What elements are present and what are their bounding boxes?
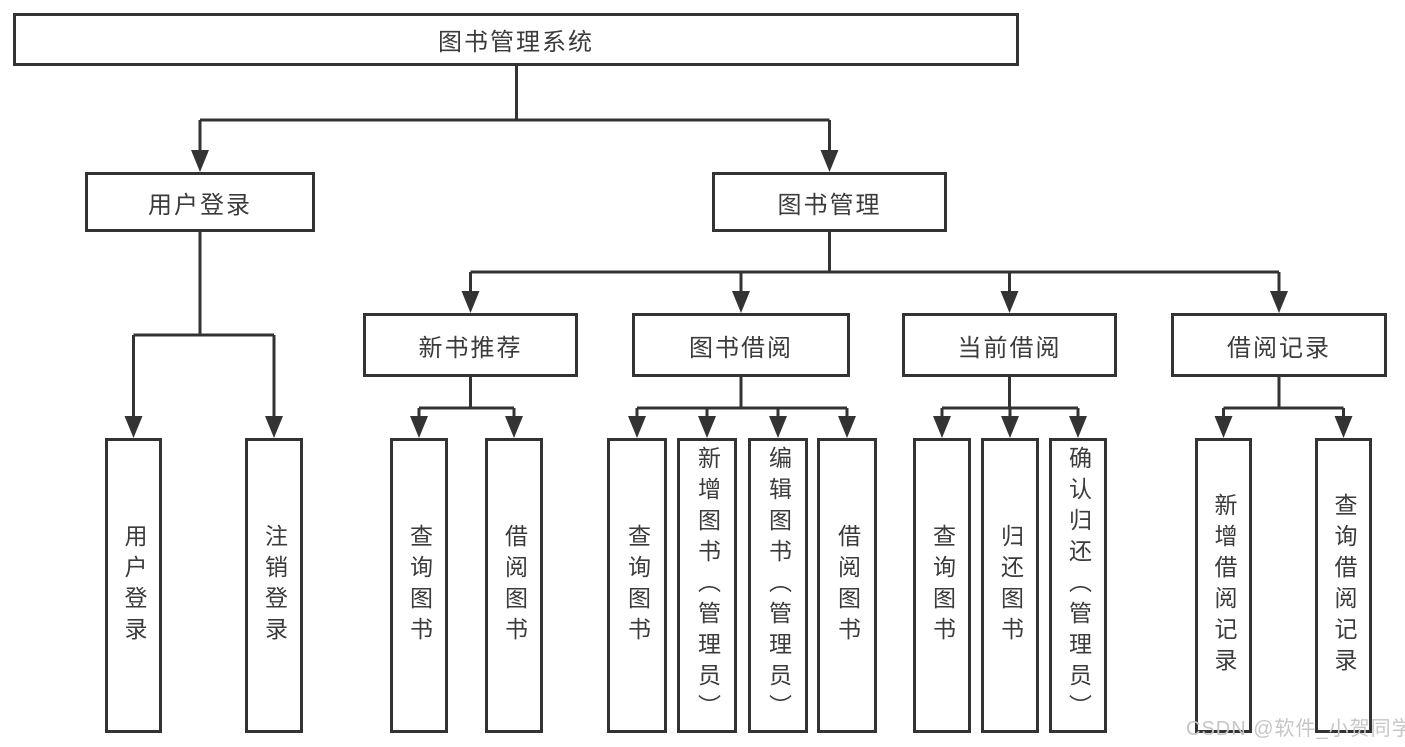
leaf-return-books: 归还图书 [981, 438, 1039, 733]
leaf-add-borrow-record: 新增借阅记录 [1195, 438, 1252, 733]
connector-userlogin-to-leaves [132, 232, 276, 418]
leaf-query-books-current: 查询图书 [913, 438, 971, 733]
leaf-add-books-admin: 新增图书（管理员） [677, 438, 737, 733]
connector-records-to-leaves [1222, 377, 1345, 418]
leaf-logout: 注销登录 [245, 438, 303, 733]
node-borrow-records: 借阅记录 [1171, 313, 1387, 377]
leaf-confirm-return-admin: 确认归还（管理员） [1049, 438, 1107, 733]
node-current-borrow: 当前借阅 [902, 313, 1117, 377]
node-book-management: 图书管理 [712, 172, 947, 232]
node-library-system: 图书管理系统 [13, 13, 1019, 66]
connector-root-to-level2 [198, 66, 831, 152]
leaf-user-login: 用户登录 [105, 438, 162, 733]
node-user-login: 用户登录 [85, 172, 315, 232]
connector-bookborrow-to-leaves [635, 377, 849, 418]
arrowhead-icons [124, 150, 1353, 438]
connector-bookmgmt-to-level3 [469, 232, 1281, 293]
leaf-edit-books-admin: 编辑图书（管理员） [748, 438, 808, 733]
connector-newbook-to-leaves [417, 377, 516, 418]
leaf-query-books-recommend: 查询图书 [390, 438, 448, 733]
leaf-borrow-books-recommend: 借阅图书 [485, 438, 543, 733]
csdn-watermark: CSDN @软件_小贺同学 [1186, 718, 1405, 740]
leaf-query-borrow-record: 查询借阅记录 [1315, 438, 1372, 733]
node-book-borrow: 图书借阅 [632, 313, 850, 377]
connector-currentborrow-to-leaves [940, 377, 1080, 418]
node-new-book-recommend: 新书推荐 [363, 313, 578, 377]
leaf-query-books-borrow: 查询图书 [607, 438, 667, 733]
leaf-borrow-books: 借阅图书 [817, 438, 877, 733]
